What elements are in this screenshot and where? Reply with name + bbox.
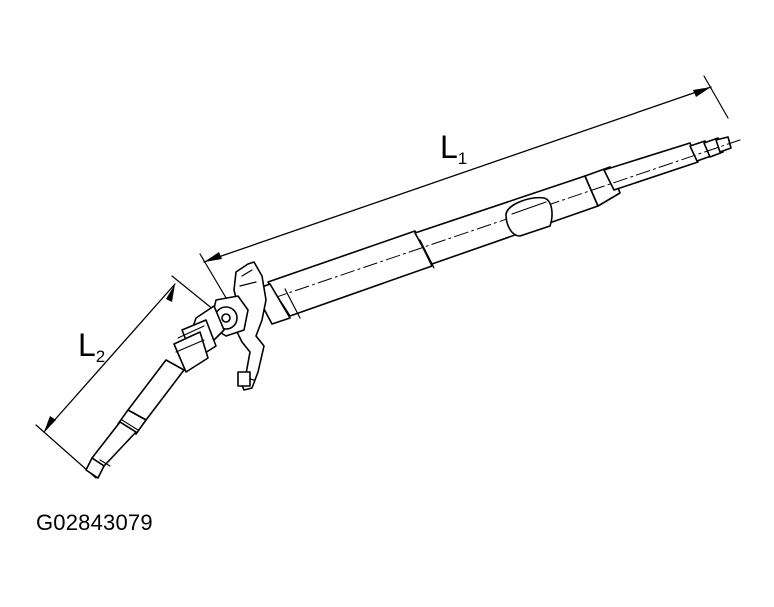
l2-extension-top	[171, 275, 215, 311]
lower-shaft-collar	[117, 409, 147, 435]
ignition-lock-housing	[505, 196, 553, 237]
bracket-tab	[237, 371, 251, 387]
l2-arrow-top	[166, 284, 175, 302]
lower-shaft-main	[127, 359, 185, 421]
column-shaft-upper	[603, 142, 699, 191]
lower-shaft-tip	[91, 421, 137, 467]
dimension-l2: L2	[35, 275, 215, 479]
shaft-tip	[715, 136, 732, 153]
mounting-bracket	[233, 261, 267, 391]
l2-label: L2	[78, 327, 105, 366]
joint-pin	[221, 313, 231, 323]
lower-intermediate-shaft	[85, 359, 185, 479]
l1-arrow-left	[204, 252, 222, 262]
dimension-l1: L1	[199, 75, 729, 319]
upper-column-shaft	[249, 136, 741, 325]
l1-arrow-right	[693, 87, 711, 97]
universal-joint	[173, 295, 249, 373]
lower-shaft-end	[85, 457, 105, 479]
shaft-centerline	[249, 139, 741, 307]
l1-label: L1	[440, 129, 467, 168]
l2-arrow-bottom	[44, 416, 56, 432]
l1-dimension-line	[203, 86, 712, 263]
l1-extension-right	[703, 75, 729, 119]
l2-dimension-line	[43, 283, 176, 433]
reference-code: G02843079	[36, 510, 153, 535]
